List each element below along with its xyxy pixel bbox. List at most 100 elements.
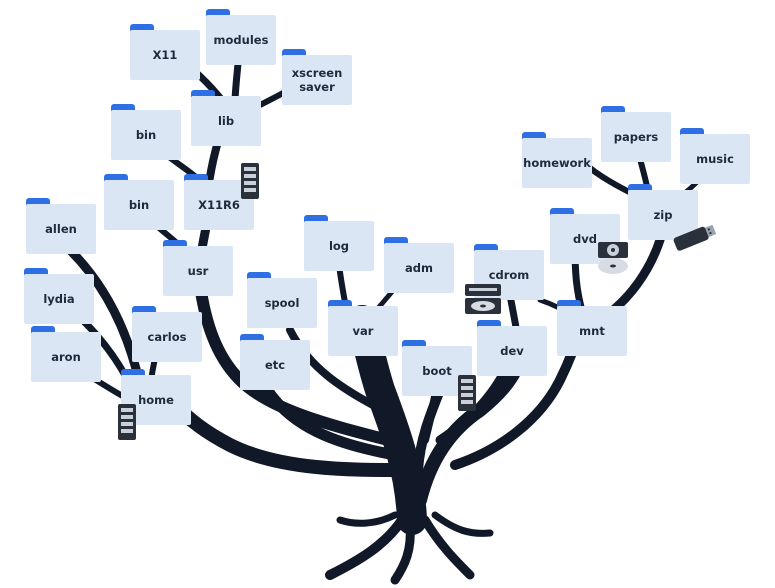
folder-x11[interactable]: X11 bbox=[130, 24, 200, 80]
folder-log[interactable]: log bbox=[304, 215, 374, 271]
root-branch bbox=[336, 511, 399, 527]
branch-home bbox=[168, 398, 407, 477]
folder-var[interactable]: var bbox=[328, 300, 398, 356]
folder-tab bbox=[680, 128, 704, 138]
folder-lib[interactable]: lib bbox=[191, 90, 261, 146]
folder-body: mnt bbox=[557, 306, 627, 356]
folder-body: etc bbox=[240, 340, 310, 390]
folder-tab bbox=[206, 9, 230, 19]
folder-tab bbox=[328, 300, 352, 310]
folder-body: zip bbox=[628, 190, 698, 240]
folder-homework[interactable]: homework bbox=[522, 132, 592, 188]
usb-stick-icon bbox=[673, 224, 717, 251]
folder-tab bbox=[557, 300, 581, 310]
folder-carlos[interactable]: carlos bbox=[132, 306, 202, 362]
folder-home[interactable]: home bbox=[121, 369, 191, 425]
folder-label: X11 bbox=[152, 48, 178, 62]
folder-tab bbox=[601, 106, 625, 116]
root-branch bbox=[420, 515, 475, 580]
folder-tab bbox=[31, 326, 55, 336]
folder-tab bbox=[628, 184, 652, 194]
folder-tab bbox=[104, 174, 128, 184]
folder-label: bin bbox=[128, 198, 150, 212]
folder-bin-upper[interactable]: bin bbox=[111, 104, 181, 160]
folder-lydia[interactable]: lydia bbox=[24, 268, 94, 324]
folder-spool[interactable]: spool bbox=[247, 272, 317, 328]
folder-tab bbox=[240, 334, 264, 344]
folder-body: aron bbox=[31, 332, 101, 382]
folder-label: zip bbox=[653, 208, 673, 222]
folder-label: usr bbox=[187, 264, 209, 278]
folder-label: boot bbox=[422, 364, 452, 378]
folder-usr[interactable]: usr bbox=[163, 240, 233, 296]
folder-mnt[interactable]: mnt bbox=[557, 300, 627, 356]
folder-aron[interactable]: aron bbox=[31, 326, 101, 382]
folder-tab bbox=[130, 24, 154, 34]
folder-tab bbox=[191, 90, 215, 100]
folder-body: dev bbox=[477, 326, 547, 376]
folder-label: allen bbox=[45, 222, 77, 236]
folder-label: dvd bbox=[573, 232, 597, 246]
folder-body: dvd bbox=[550, 214, 620, 264]
server-icon bbox=[118, 404, 136, 440]
folder-tab bbox=[550, 208, 574, 218]
folder-body: adm bbox=[384, 243, 454, 293]
folder-body: log bbox=[304, 221, 374, 271]
server-icon bbox=[458, 375, 476, 411]
folder-body: modules bbox=[206, 15, 276, 65]
folder-body: bin bbox=[111, 110, 181, 160]
folder-modules[interactable]: modules bbox=[206, 9, 276, 65]
folder-label: lib bbox=[217, 114, 235, 128]
server-icon bbox=[241, 163, 259, 199]
root-branch bbox=[325, 515, 407, 580]
folder-tab bbox=[163, 240, 187, 250]
folder-tab bbox=[384, 237, 408, 247]
folder-label: bin bbox=[135, 128, 157, 142]
folder-body: music bbox=[680, 134, 750, 184]
folder-dev[interactable]: dev bbox=[477, 320, 547, 376]
folder-body: lib bbox=[191, 96, 261, 146]
folder-label: mnt bbox=[579, 324, 605, 338]
folder-label: lydia bbox=[43, 292, 75, 306]
folder-label: homework bbox=[523, 156, 591, 170]
folder-body: homework bbox=[522, 138, 592, 188]
folder-body: var bbox=[328, 306, 398, 356]
folder-label: etc bbox=[264, 358, 286, 372]
folder-body: spool bbox=[247, 278, 317, 328]
folder-tab bbox=[474, 244, 498, 254]
folder-papers[interactable]: papers bbox=[601, 106, 671, 162]
root-branch bbox=[431, 511, 494, 537]
folder-body: carlos bbox=[132, 312, 202, 362]
folder-tab bbox=[282, 49, 306, 59]
folder-label: aron bbox=[51, 350, 81, 364]
cd-drive-icon bbox=[465, 284, 501, 314]
folder-tab bbox=[24, 268, 48, 278]
folder-tab bbox=[522, 132, 546, 142]
folder-label: X11R6 bbox=[198, 198, 240, 212]
folder-body: allen bbox=[26, 204, 96, 254]
folder-tab bbox=[111, 104, 135, 114]
folder-tab bbox=[26, 198, 50, 208]
folder-body: usr bbox=[163, 246, 233, 296]
folder-body: xscreen saver bbox=[282, 55, 352, 105]
folder-body: lydia bbox=[24, 274, 94, 324]
folder-label: spool bbox=[264, 296, 300, 310]
folder-music[interactable]: music bbox=[680, 128, 750, 184]
folder-tab bbox=[184, 174, 208, 184]
folder-adm[interactable]: adm bbox=[384, 237, 454, 293]
folder-tab bbox=[477, 320, 501, 330]
folder-etc[interactable]: etc bbox=[240, 334, 310, 390]
folder-label: papers bbox=[613, 130, 659, 144]
folder-xscreensaver[interactable]: xscreen saver bbox=[282, 49, 352, 105]
folder-dvd[interactable]: dvd bbox=[550, 208, 620, 264]
folder-label: log bbox=[328, 239, 350, 253]
folder-label: music bbox=[696, 152, 734, 166]
folder-label: home bbox=[138, 393, 174, 407]
folder-bin-lower[interactable]: bin bbox=[104, 174, 174, 230]
folder-tab bbox=[247, 272, 271, 282]
folder-allen[interactable]: allen bbox=[26, 198, 96, 254]
folder-zip[interactable]: zip bbox=[628, 184, 698, 240]
folder-label: cdrom bbox=[488, 268, 530, 282]
folder-body: home bbox=[121, 375, 191, 425]
